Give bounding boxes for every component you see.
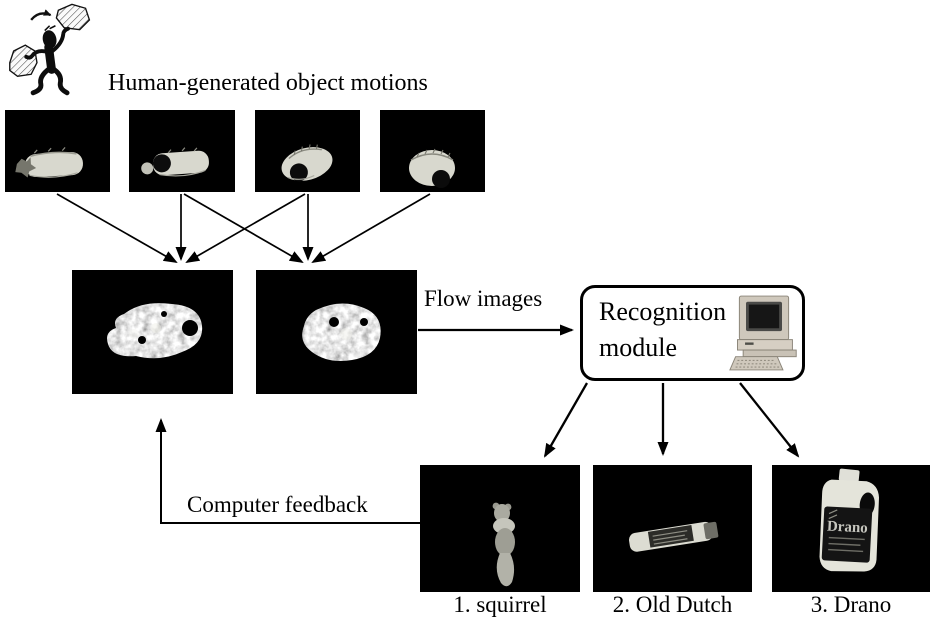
crumpled-paper-right-icon [55,3,91,31]
stick-figure [24,25,70,96]
arrow-frame2-to-flow-right [183,193,304,263]
flow-image-left [72,270,233,394]
flow-image-right [256,270,417,394]
motion-frame-4 [380,110,485,192]
arrow-recognition-to-drano [739,382,800,458]
recognition-module-line2: module [599,333,677,362]
computer-feedback-label: Computer feedback [187,492,368,517]
motion-frame-3 [255,110,360,192]
result-label-drano: 3. Drano [810,592,892,617]
computer-icon [728,293,800,373]
result-image-squirrel [420,465,580,592]
result-label-squirrel: 1. squirrel [453,592,547,617]
recognition-module-box: Recognition module [580,285,805,381]
recognition-module-line1: Recognition [599,297,727,326]
motion-frame-2 [129,110,235,192]
flow-images-label: Flow images [424,286,543,311]
drano-label-text: Drano [827,518,869,536]
recognition-module-text: Recognition module [599,294,726,366]
arrow-frame4-to-flow-right [311,193,431,264]
result-image-olddutch [593,465,752,592]
result-label-olddutch: 2. Old Dutch [612,592,733,617]
motion-frame-1 [5,110,110,192]
toss-arrow-icon [30,9,52,21]
crumpled-paper-left-icon [9,44,38,77]
result-image-drano: Drano [772,465,930,592]
figure-title: Human-generated object motions [108,70,428,96]
arrow-frame3-to-flow-left [185,193,306,263]
juggler-icon [2,2,104,100]
arrow-frame1-to-flow-left [56,193,178,263]
arrow-computer-feedback [155,418,420,524]
arrow-recognition-to-squirrel [544,382,588,458]
